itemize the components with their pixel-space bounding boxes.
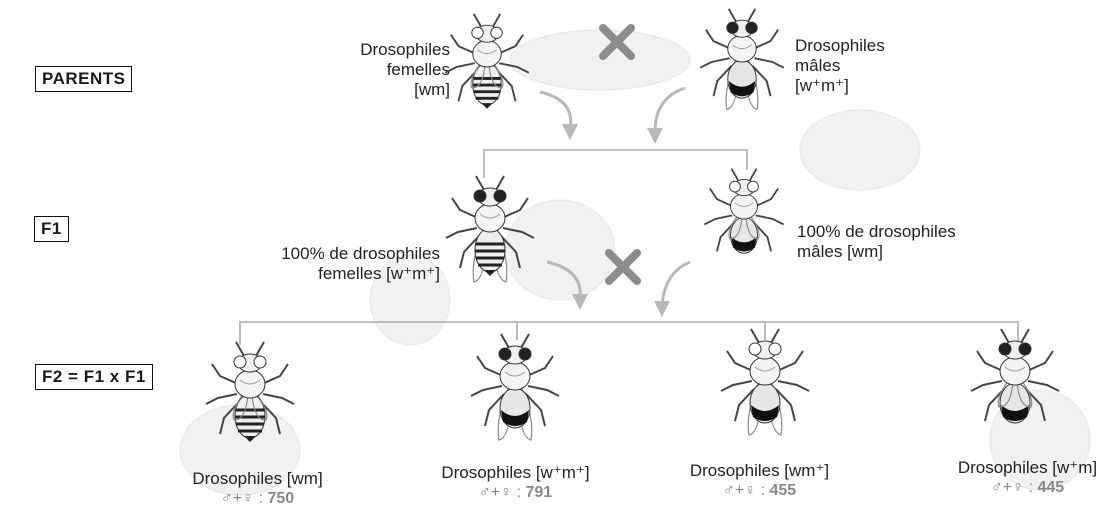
f1-male-line-2: mâles [wm] [797, 242, 883, 261]
parent-male-line-2: mâles [795, 56, 840, 75]
sex-symbols-2: ♂+♀ : [479, 484, 521, 501]
x-cross-icon [603, 247, 643, 287]
f2-fly-wm-icon [190, 338, 310, 468]
f2-count-2: 791 [525, 484, 552, 501]
f1-female-line-2: femelles [w⁺m⁺] [318, 264, 440, 283]
parent-male-label: Drosophiles mâles [w⁺m⁺] [795, 36, 945, 96]
generation-label-parents: PARENTS [35, 66, 132, 92]
curved-arrow-icon [547, 262, 580, 298]
f2-phenotype-1: Drosophiles [wm] [192, 469, 322, 488]
f1-male-label: 100% de drosophiles mâles [wm] [797, 222, 997, 262]
parent-male-line-1: Drosophiles [795, 36, 885, 55]
f2-count-1: 750 [267, 490, 294, 507]
parent-female-label: Drosophiles femelles [wm] [310, 40, 450, 100]
curved-arrow-icon [662, 262, 690, 305]
f2-offspring-label-1: Drosophiles [wm] ♂+♀ : 750 [170, 469, 345, 509]
f2-fly-wm-plus-icon [705, 325, 825, 455]
curved-arrow-icon [540, 92, 571, 128]
f1-female-label: 100% de drosophiles femelles [w⁺m⁺] [255, 244, 440, 284]
f2-count-4: 445 [1037, 479, 1064, 496]
sex-symbols-4: ♂+♀ : [991, 479, 1033, 496]
f2-phenotype-3: Drosophiles [wm⁺] [690, 461, 829, 480]
f2-fly-wplus-m-icon [955, 325, 1075, 455]
f1-male-fly-icon [690, 165, 798, 283]
f2-phenotype-2: Drosophiles [w⁺m⁺] [441, 463, 589, 482]
parent-male-line-3: [w⁺m⁺] [795, 76, 849, 95]
f1-female-fly-icon [430, 172, 550, 302]
f2-offspring-label-3: Drosophiles [wm⁺] ♂+♀ : 455 [672, 461, 847, 501]
generation-label-f2: F2 = F1 x F1 [35, 364, 153, 390]
f2-count-3: 455 [769, 482, 796, 499]
f2-offspring-label-4: Drosophiles [w⁺m] ♂+♀ : 445 [940, 458, 1111, 498]
f2-bracket-line [240, 322, 1018, 345]
parent-female-fly-icon [430, 10, 544, 134]
sex-symbols-1: ♂+♀ : [221, 490, 263, 507]
curved-arrow-icon [655, 88, 685, 132]
f1-male-line-1: 100% de drosophiles [797, 222, 956, 241]
sex-symbols-3: ♂+♀ : [723, 482, 765, 499]
x-cross-icon [597, 22, 637, 62]
f2-phenotype-4: Drosophiles [w⁺m] [958, 458, 1097, 477]
f1-female-line-1: 100% de drosophiles [281, 244, 440, 263]
f2-offspring-label-2: Drosophiles [w⁺m⁺] ♂+♀ : 791 [423, 463, 608, 503]
f2-fly-wplus-mplus-icon [455, 330, 575, 460]
generation-label-f1: F1 [34, 216, 69, 242]
parent-male-fly-icon [685, 5, 799, 129]
